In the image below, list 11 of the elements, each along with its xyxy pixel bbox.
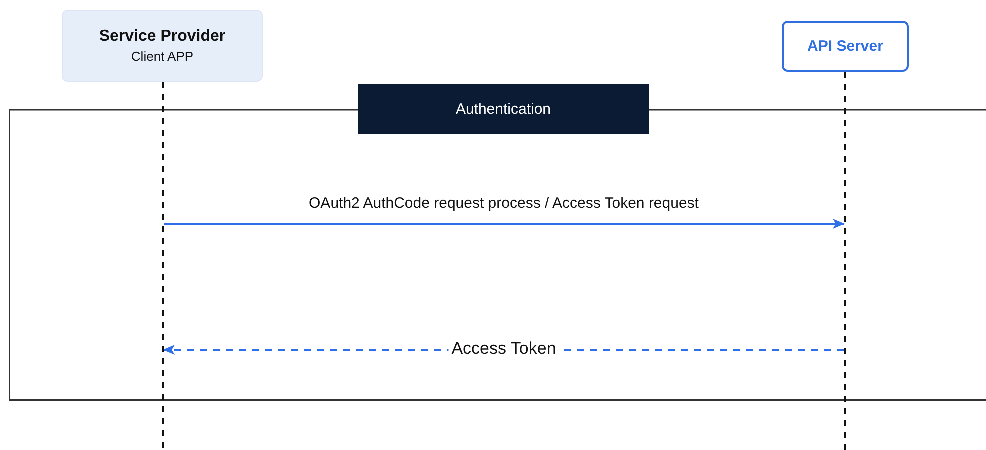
participant-subtitle: Client APP: [131, 49, 194, 64]
fragment-header: [358, 84, 649, 134]
participant-box: [62, 10, 263, 82]
lifeline: [162, 82, 164, 450]
participant-name: Service Provider: [99, 28, 226, 46]
message-arrow: [164, 219, 845, 229]
participant-name: API Server: [808, 38, 884, 55]
message-label: OAuth2 AuthCode request process / Access Token request: [309, 195, 699, 212]
participant-box: [782, 21, 909, 72]
fragment-title: Authentication: [456, 100, 552, 118]
lifeline: [844, 72, 846, 450]
